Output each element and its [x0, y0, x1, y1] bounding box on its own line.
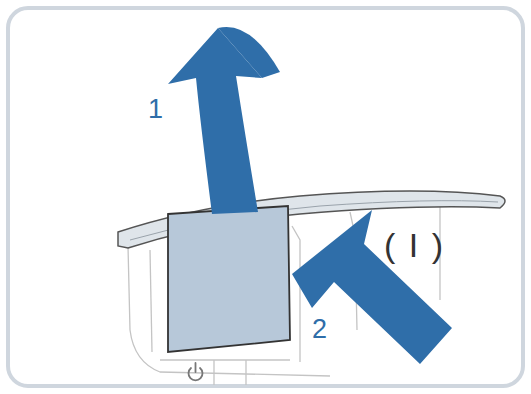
power-icon [189, 363, 203, 380]
press-arrow [292, 210, 452, 364]
frame [8, 8, 523, 386]
lift-arrow-head [218, 27, 280, 78]
callout-number: 2 [312, 316, 327, 343]
power-switch [168, 206, 290, 352]
power-on-mark: ( I ) [384, 228, 445, 262]
callout-number: 1 [148, 96, 163, 123]
